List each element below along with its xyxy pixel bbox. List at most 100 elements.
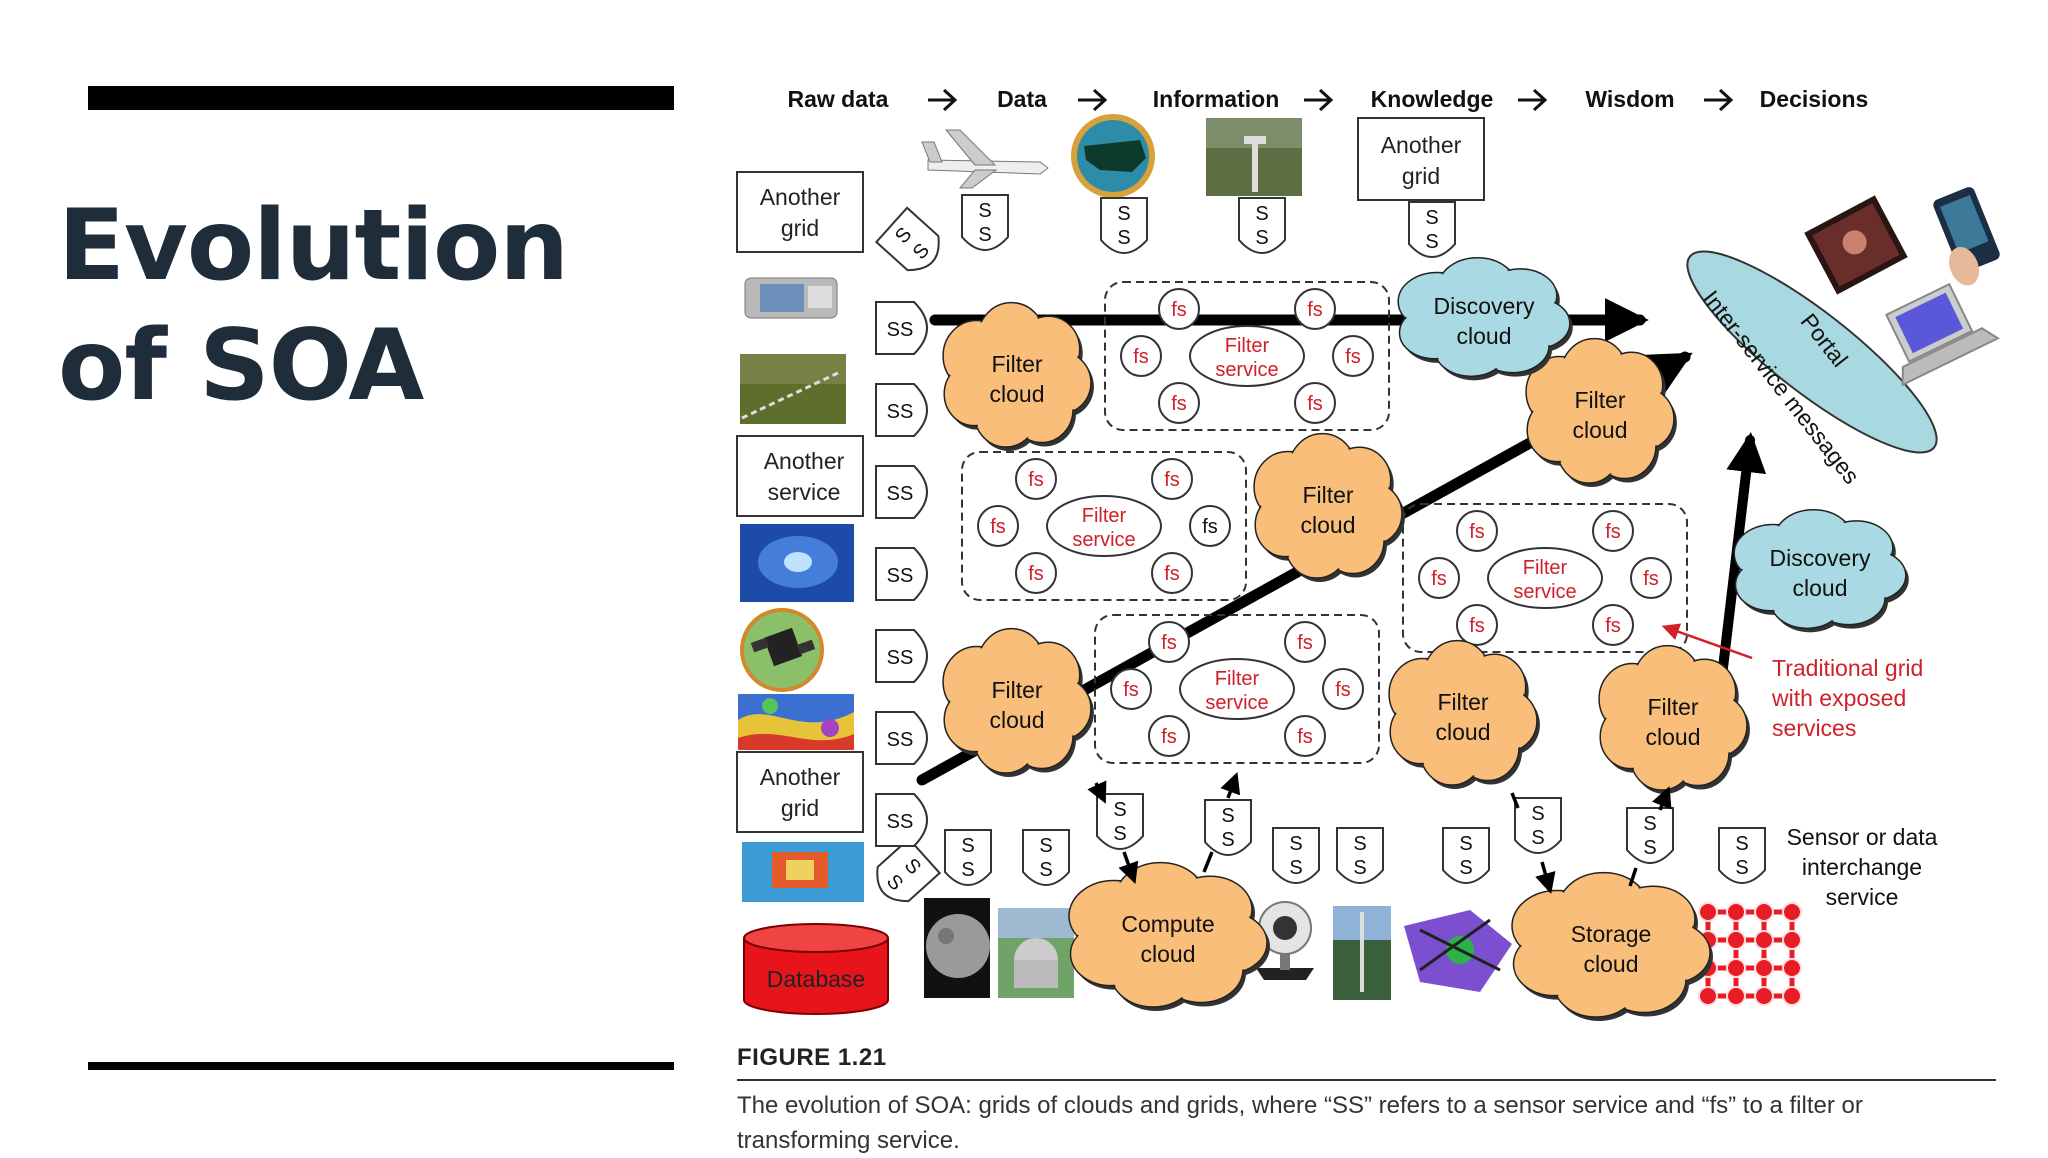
ss-letter: S (1353, 857, 1366, 879)
fs-node: fs (1028, 469, 1044, 491)
ss-letter: S (1425, 207, 1438, 229)
flow-arrow-icon (1518, 88, 1548, 112)
flow-arrow-icon (928, 88, 958, 112)
ss-badge: SS (1238, 197, 1286, 254)
another-grid-box-top-left: Another grid (736, 171, 864, 253)
box-line-1: Another (764, 448, 845, 474)
another-grid-box-top: Another grid (1357, 117, 1485, 201)
fs-node: fs (1161, 726, 1177, 748)
ss-letter: S (978, 200, 991, 222)
ss-badge: SS (1336, 827, 1384, 884)
ss-badge: SS (944, 829, 992, 886)
filter-cloud: Filter cloud (1388, 639, 1540, 790)
ss-badge: SS (1022, 829, 1070, 886)
ss-letter: S (1459, 833, 1472, 855)
ss-label: SS (887, 483, 914, 505)
ss-letter: S (1255, 203, 1268, 225)
ss-letter: S (1039, 835, 1052, 857)
network-map-image (1404, 910, 1512, 992)
cloud-label: Discovery (1770, 545, 1871, 571)
ss-letter: S (1113, 823, 1126, 845)
ss-label: SS (887, 811, 914, 833)
cloud-label: cloud (990, 707, 1045, 733)
fs-node: fs (1123, 679, 1139, 701)
ss-badge: SS (876, 837, 942, 903)
annotation-line-3: services (1772, 715, 1856, 741)
webcam-image (1256, 901, 1314, 980)
fs-node: fs (1431, 568, 1447, 590)
fs-node: fs (1161, 632, 1177, 654)
cloud-label: cloud (1457, 323, 1512, 349)
ss-letter: S (1289, 857, 1302, 879)
heatmap-image (738, 694, 854, 750)
ss-letter: S (961, 859, 974, 881)
aerial-field-image (740, 354, 846, 424)
ss-letter: S (1735, 857, 1748, 879)
ss-badge: SS (1096, 793, 1144, 850)
ss-letter: S (1459, 857, 1472, 879)
cloud-label: Filter (1437, 689, 1488, 715)
ss-badge: SS (1272, 827, 1320, 884)
cloud-label: Filter (991, 351, 1042, 377)
flow-step-1: Data (997, 86, 1047, 112)
fs-node: fs (1605, 521, 1621, 543)
fs-node: fs (1605, 615, 1621, 637)
airplane-image (921, 129, 1049, 189)
cloud-label: cloud (1141, 941, 1196, 967)
ss-badge: SS (875, 629, 928, 683)
cloud-label: Compute (1121, 911, 1214, 937)
ss-label: SS (887, 319, 914, 341)
service-link-arrows (1087, 772, 1672, 895)
cloud-label: cloud (1573, 417, 1628, 443)
fs-node: fs (1469, 615, 1485, 637)
ss-badge: SS (1626, 807, 1674, 864)
ss-letter: S (1643, 837, 1656, 859)
flow-step-3: Knowledge (1371, 86, 1494, 112)
box-line-2: grid (781, 215, 819, 241)
ss-label: SS (887, 401, 914, 423)
bottom-accent-bar (88, 1062, 674, 1070)
ss-letter: S (1289, 833, 1302, 855)
another-service-box: Another service (736, 435, 864, 517)
flow-arrow-icon (1304, 88, 1334, 112)
cloud-label: Filter (1647, 694, 1698, 720)
cloud-label: cloud (1436, 719, 1491, 745)
flow-step-2: Information (1153, 86, 1280, 112)
forest-tower-image (1333, 906, 1391, 1000)
fs-node: fs (1028, 563, 1044, 585)
ss-letter: S (1117, 227, 1130, 249)
us-map-image (1071, 114, 1155, 198)
ss-badge: SS (875, 711, 928, 765)
fs-node: fs (1297, 632, 1313, 654)
box-line-1: Another (1381, 132, 1462, 158)
fs-node: fs (1171, 299, 1187, 321)
filter-service-label: Filter (1523, 557, 1568, 579)
cloud-label: cloud (1646, 724, 1701, 750)
another-grid-box-bottom-left: Another grid (736, 751, 864, 833)
fs-node: fs (1335, 679, 1351, 701)
ss-badge: SS (875, 301, 928, 355)
fs-node: fs (1164, 469, 1180, 491)
laptop-icon (1885, 282, 2000, 387)
sensor-service-legend: Sensor or data interchange service (1787, 824, 1938, 910)
filter-service-label: service (1205, 692, 1268, 714)
fs-node: fs (1202, 516, 1218, 538)
filter-service-label: service (1513, 581, 1576, 603)
cloud-label: cloud (1584, 951, 1639, 977)
ss-letter: S (1039, 859, 1052, 881)
red-mesh-grid-image (1698, 902, 1802, 1006)
fs-node: fs (990, 516, 1006, 538)
phone-image (744, 277, 838, 319)
handheld-device-icon (1933, 187, 2000, 286)
box-line-1: Another (760, 184, 841, 210)
ss-letter: S (978, 224, 991, 246)
top-accent-bar (88, 86, 674, 110)
fs-node: fs (1469, 521, 1485, 543)
filter-service-label: Filter (1215, 668, 1260, 690)
fs-node: fs (1133, 346, 1149, 368)
